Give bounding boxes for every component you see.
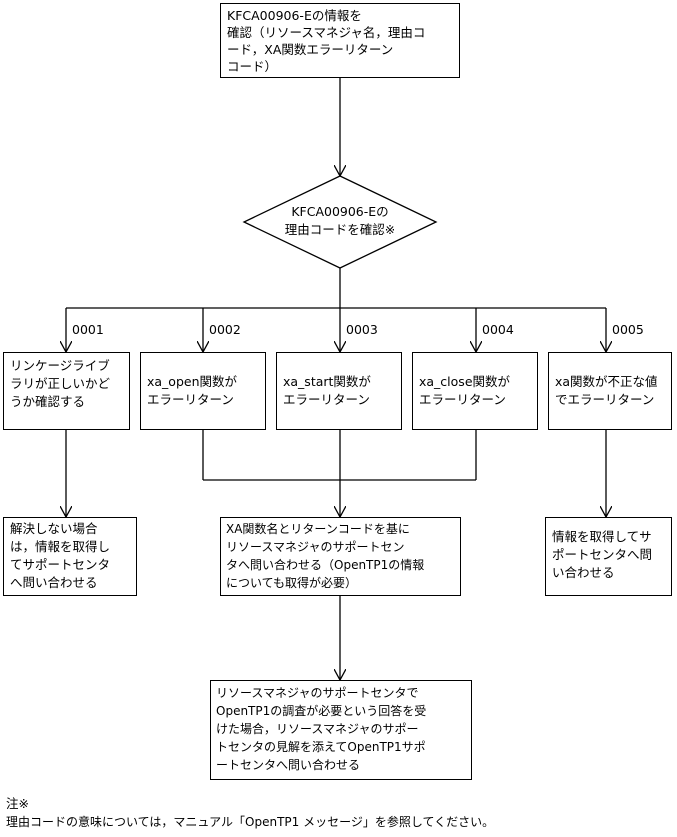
final-box-line: けた場合，リソースマネジャのサポー — [216, 722, 419, 736]
result-left-line: は，情報を取得し — [10, 539, 111, 554]
final-box: リソースマネジャのサポートセンタで OpenTP1の調査が必要という回答を受 け… — [210, 680, 472, 780]
result-left-line: てサポートセンタ — [10, 557, 111, 572]
start-box-line: ード，XA関数エラーリターン — [227, 42, 394, 57]
result-box-center: XA関数名とリターンコードを基に リソースマネジャのサポートセン タへ問い合わせ… — [220, 517, 461, 596]
branch-box-line: xa_start関数が — [283, 374, 371, 389]
note-title: 注※ — [6, 796, 29, 811]
branch-box-line: でエラーリターン — [555, 392, 655, 407]
branch-code-0005: 0005 — [612, 322, 644, 337]
result-left-line: へ問い合わせる — [10, 575, 98, 590]
final-box-line: ートセンタへ問い合わせる — [216, 758, 361, 772]
branch-box-0001: リンケージライブ ラリが正しいかど うか確認する — [3, 352, 130, 430]
branch-box-0003: xa_start関数が エラーリターン — [276, 352, 402, 430]
branch-code-0004: 0004 — [482, 322, 514, 337]
branch-box-line: エラーリターン — [283, 392, 370, 407]
branch-box-line: うか確認する — [10, 394, 86, 409]
final-box-line: リソースマネジャのサポートセンタで — [216, 686, 419, 700]
branch-box-0002: xa_open関数が エラーリターン — [140, 352, 266, 430]
result-box-left: 解決しない場合 は，情報を取得し てサポートセンタ へ問い合わせる — [3, 517, 137, 596]
start-box-line: 確認（リソースマネジャ名，理由コ — [227, 25, 426, 40]
result-left-line: 解決しない場合 — [10, 521, 98, 536]
branch-code-0003: 0003 — [346, 322, 378, 337]
result-box-right: 情報を取得してサ ポートセンタへ問 い合わせる — [545, 517, 672, 596]
decision-line: KFCA00906-Eの — [291, 204, 389, 219]
branch-box-line: リンケージライブ — [10, 358, 110, 373]
result-center-line: XA関数名とリターンコードを基に — [226, 522, 410, 536]
branch-box-0005: xa関数が不正な値 でエラーリターン — [548, 352, 672, 430]
branch-box-line: ラリが正しいかど — [10, 376, 111, 391]
start-box-line: KFCA00906-Eの情報を — [227, 8, 362, 23]
result-right-line: い合わせる — [552, 565, 615, 580]
final-box-line: OpenTP1の調査が必要という回答を受 — [216, 704, 427, 718]
result-center-line: についても取得が必要） — [226, 576, 358, 590]
decision-line: 理由コードを確認※ — [284, 222, 396, 237]
result-right-line: 情報を取得してサ — [552, 529, 652, 544]
branch-box-line: xa関数が不正な値 — [555, 374, 658, 389]
result-center-line: リソースマネジャのサポートセン — [226, 540, 405, 554]
branch-box-line: xa_close関数が — [419, 374, 511, 389]
branch-box-line: エラーリターン — [419, 392, 506, 407]
branch-box-line: xa_open関数が — [147, 374, 238, 389]
final-box-line: トセンタの見解を添えてOpenTP1サポ — [216, 740, 426, 754]
note-text: 理由コードの意味については，マニュアル「OpenTP1 メッセージ」を参照してく… — [6, 815, 495, 829]
start-box-line: コード） — [227, 59, 278, 74]
branch-code-0001: 0001 — [72, 322, 104, 337]
result-center-line: タへ問い合わせる（OpenTP1の情報 — [226, 558, 425, 572]
result-right-line: ポートセンタへ問 — [552, 547, 653, 562]
start-box: KFCA00906-Eの情報を 確認（リソースマネジャ名，理由コ ード，XA関数… — [220, 3, 460, 78]
decision-text: KFCA00906-Eの 理由コードを確認※ — [260, 203, 420, 239]
branch-code-0002: 0002 — [209, 322, 241, 337]
branch-box-0004: xa_close関数が エラーリターン — [412, 352, 538, 430]
branch-box-line: エラーリターン — [147, 392, 234, 407]
